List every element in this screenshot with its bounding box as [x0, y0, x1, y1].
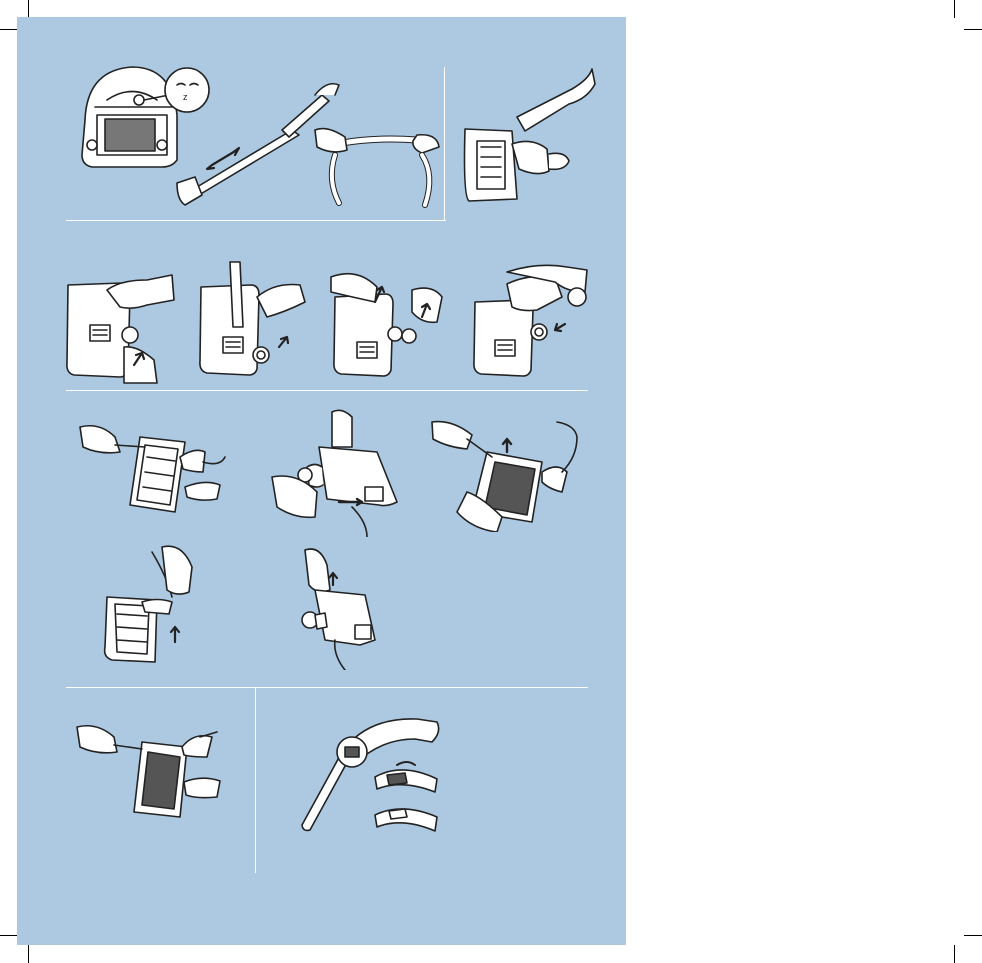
vacuum-cleaner-with-hose-and-tube: z: [77, 55, 442, 215]
crop-mark-bl-v: [28, 945, 29, 963]
brush-cleaning-4: [97, 542, 217, 667]
nozzle-step-2: [195, 257, 313, 385]
brush-cleaning-6: [72, 717, 237, 837]
nozzle-step-1: [62, 265, 182, 385]
crop-mark-br-h: [964, 935, 982, 936]
divider-row4: [66, 687, 588, 688]
crop-mark-bl-h: [0, 935, 18, 936]
crop-mark-tl-h: [0, 29, 18, 30]
divider-top-bottom: [66, 220, 446, 221]
handle-air-regulator: [297, 707, 457, 842]
brush-cleaning-5: [295, 545, 395, 670]
brush-cleaning-3: [427, 417, 587, 532]
nozzle-step-3: [327, 262, 447, 380]
crop-mark-tl-v: [28, 0, 29, 18]
divider-row2: [66, 390, 588, 391]
instruction-panel: z: [17, 17, 626, 945]
divider-top-vertical: [444, 67, 445, 221]
nozzle-step-4: [467, 252, 592, 382]
divider-bottom-vertical: [255, 687, 256, 873]
brush-cleaning-2: [267, 407, 412, 537]
crop-mark-tr-v: [954, 0, 955, 18]
crop-mark-tr-h: [964, 29, 982, 30]
brush-cleaning-1: [75, 417, 235, 517]
svg-text:z: z: [183, 92, 188, 102]
crop-mark-br-v: [954, 945, 955, 963]
hand-holding-floor-nozzle: [457, 59, 597, 207]
